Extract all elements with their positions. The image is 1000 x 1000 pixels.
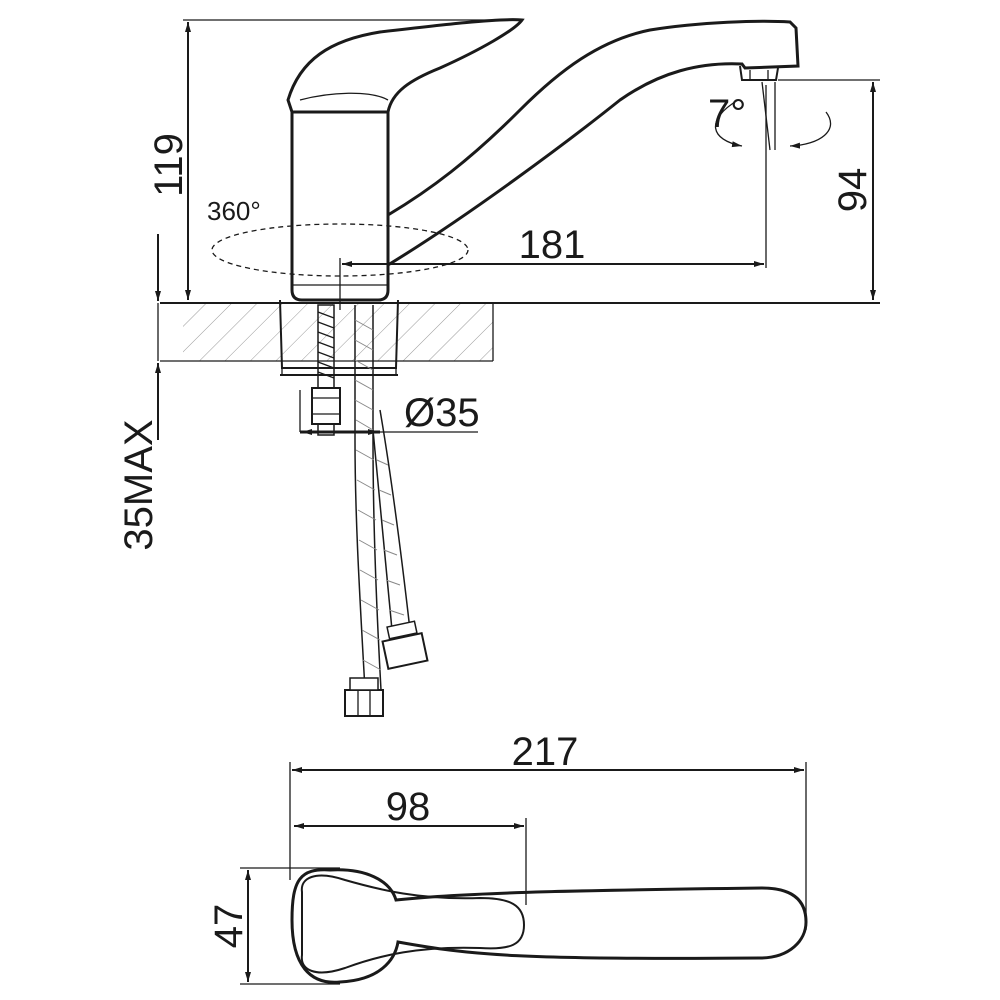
top-view-lever [300, 874, 526, 974]
total-height-label: 119 [147, 133, 191, 197]
swivel-angle-label: 360° [207, 196, 261, 226]
dim-total-height: 119 [147, 19, 520, 300]
spout [387, 19, 800, 267]
rotation-ellipse: 360° [207, 196, 469, 277]
supply-hose-left [354, 305, 366, 691]
total-length-label: 217 [512, 730, 579, 774]
dim-spout-height: 94 [778, 79, 880, 300]
body-width-label: 47 [207, 904, 251, 949]
countertop [160, 302, 880, 362]
handle-length-label: 98 [386, 785, 431, 829]
spout-angle-label: 7° [708, 92, 746, 136]
top-view-body [290, 868, 808, 984]
mounting-assembly [299, 304, 429, 717]
spout-reach-label: 181 [519, 223, 586, 267]
hole-diameter-label: Ø35 [404, 391, 480, 435]
spout-height-label: 94 [831, 168, 875, 213]
dim-total-length: 217 [289, 730, 807, 930]
dim-body-width: 47 [207, 867, 340, 985]
dim-spout-angle: 7° [708, 81, 832, 151]
supply-hose-right [372, 429, 393, 631]
dim-spout-reach: 181 [339, 85, 767, 310]
lever-handle [286, 18, 525, 114]
faucet-top-view [290, 868, 808, 984]
max-thickness-label: 35MAX [117, 419, 161, 550]
dim-handle-length: 98 [294, 785, 527, 905]
dim-hole-diameter: Ø35 [302, 391, 480, 435]
dim-max-counter-thickness: 35MAX [117, 234, 161, 551]
